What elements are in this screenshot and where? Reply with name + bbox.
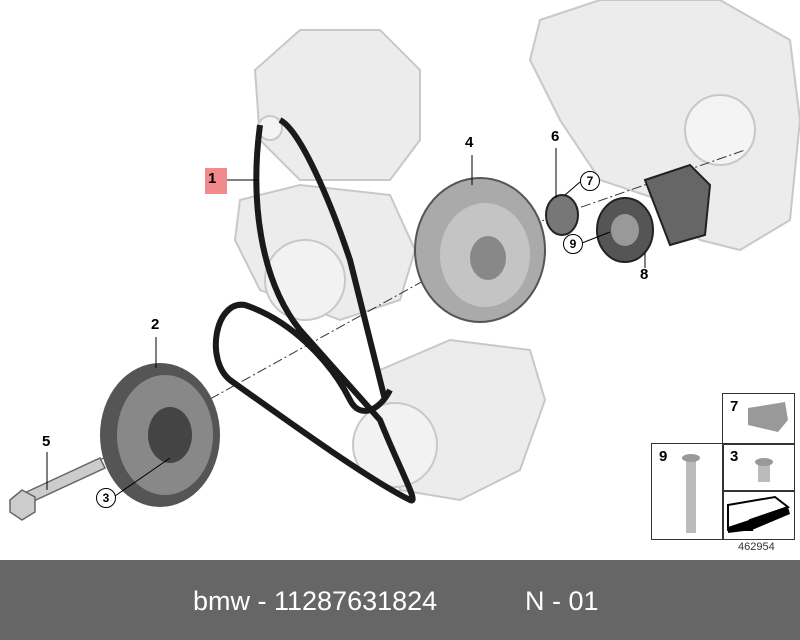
- bolt-5: [9, 457, 107, 521]
- tensioner: [596, 163, 712, 263]
- legend-box-7: 7: [722, 393, 795, 445]
- water-pump: [233, 183, 417, 322]
- legend-box-9: 9: [651, 443, 724, 540]
- footer-bar: bmw - 11287631824 N - 01: [0, 560, 800, 640]
- callout-4[interactable]: 4: [465, 134, 474, 151]
- callout-5[interactable]: 5: [42, 433, 51, 450]
- leader-lines: [46, 148, 646, 497]
- vibration-damper: [414, 177, 546, 323]
- engine-block: [528, 0, 800, 252]
- callout-8[interactable]: 8: [640, 266, 649, 283]
- highlight-marker: [205, 168, 227, 194]
- callout-6[interactable]: 6: [551, 128, 560, 145]
- ac-compressor: [352, 338, 547, 502]
- crankshaft-pulley: [100, 363, 220, 507]
- legend-box-3: 3: [722, 443, 795, 492]
- legend-parts: [682, 402, 791, 533]
- exploded-parts-diagram: [9, 0, 800, 533]
- callout-9[interactable]: 9: [563, 234, 583, 254]
- callout-2[interactable]: 2: [151, 316, 160, 333]
- callout-3[interactable]: 3: [96, 488, 116, 508]
- alternator: [253, 29, 421, 181]
- legend-label-7: 7: [730, 398, 739, 415]
- drive-belt: [212, 117, 416, 504]
- callout-7[interactable]: 7: [580, 171, 600, 191]
- legend-label-3: 3: [730, 448, 739, 465]
- part-number: bmw - 11287631824: [193, 586, 438, 616]
- figure-id: 462954: [738, 541, 775, 553]
- legend-box-arrow: [722, 490, 795, 540]
- legend-label-9: 9: [659, 448, 668, 465]
- callout-1[interactable]: 1: [208, 170, 217, 187]
- sprocket: [545, 194, 579, 236]
- position-code: N - 01: [525, 586, 599, 616]
